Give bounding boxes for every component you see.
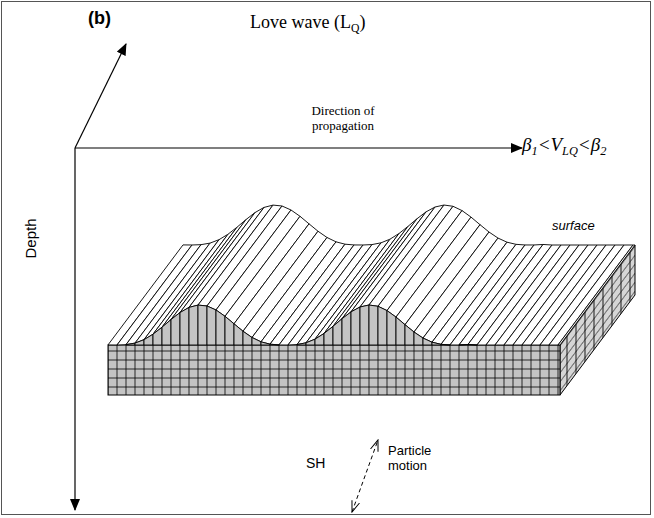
surface-label: surface [552, 218, 595, 233]
wave-block [108, 205, 635, 395]
axis-label: Depth [22, 218, 39, 258]
title-text: ) [359, 12, 365, 32]
wave-type-label: SH [306, 455, 325, 471]
axis-arrow [75, 147, 522, 148]
title-subscript: Q [351, 22, 359, 35]
velocity-subscript: LQ [562, 144, 578, 158]
velocity-subscript: 2 [600, 144, 606, 158]
velocity-symbol: <β [578, 134, 600, 155]
particle-motion-label: Particle motion [388, 444, 450, 474]
axis-arrow [75, 44, 126, 148]
axis-label: Direction of propagation [300, 104, 386, 134]
axis-arrow [74, 148, 75, 510]
label-group: Love wave (LQ) [250, 12, 365, 35]
panel-letter: (b) [88, 8, 111, 29]
label-group: β1<VLQ<β2 [522, 134, 606, 159]
velocity-symbol: β [522, 134, 531, 155]
title-text: Love wave (L [250, 12, 351, 32]
velocity-subscript: 1 [531, 144, 537, 158]
particle-motion-arrow [352, 440, 378, 512]
velocity-symbol: <V [538, 134, 562, 155]
